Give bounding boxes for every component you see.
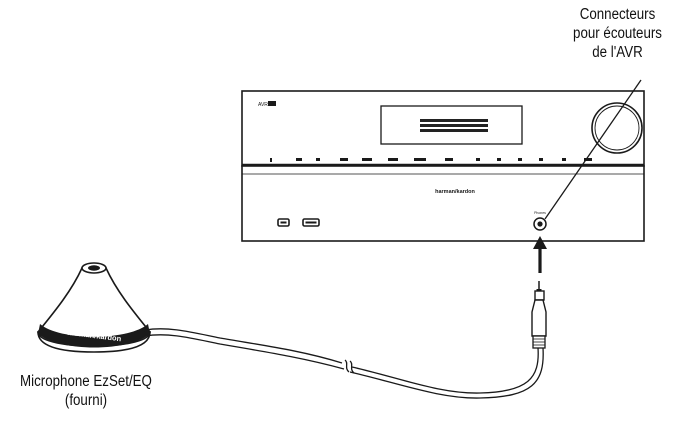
headphone-connector-label-line2: pour écouteurs <box>573 25 662 42</box>
insert-arrow <box>533 236 547 273</box>
headphone-plug <box>531 281 547 349</box>
avr-display <box>380 105 523 145</box>
headphone-jack: Phones <box>533 211 547 231</box>
avr-model-badge-box <box>268 101 276 106</box>
headphone-jack-label: Phones <box>534 211 546 215</box>
callout-leader-line <box>544 79 642 220</box>
volume-knob <box>591 102 643 154</box>
headphone-connector-label-line3: de l'AVR <box>592 44 643 61</box>
microphone-label-line1: Microphone EzSet/EQ <box>20 373 152 390</box>
microphone-label: Microphone EzSet/EQ (fourni) <box>0 372 172 410</box>
avr-receiver: AVR <box>241 90 645 242</box>
avr-brand-logo: harman/kardon <box>435 189 475 195</box>
front-hdmi-port <box>302 218 320 227</box>
avr-lower-panel <box>241 165 645 242</box>
headphone-connector-label-line1: Connecteurs <box>579 6 656 23</box>
microphone-label-line2: (fourni) <box>64 392 108 409</box>
avr-button-strip <box>242 158 644 167</box>
front-usb-port <box>277 218 290 227</box>
ezset-microphone: harman/kardon <box>37 262 151 353</box>
mic-cable <box>144 328 544 399</box>
headphone-connector-label: Connecteurs pour écouteurs de l'AVR <box>553 5 682 62</box>
avr-model-badge: AVR <box>258 102 268 108</box>
